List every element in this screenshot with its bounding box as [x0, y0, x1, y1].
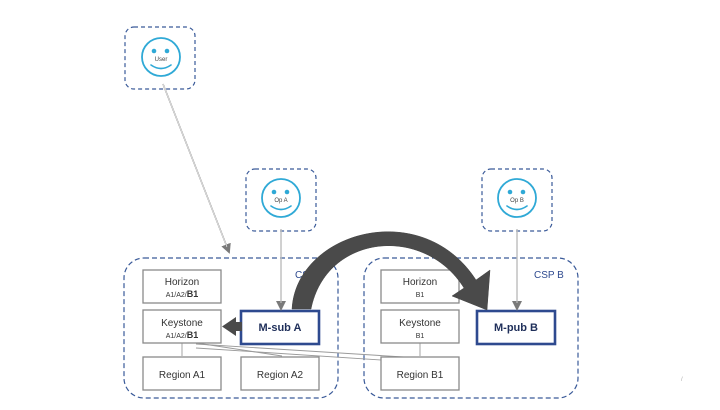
persona-op-b-label: Op B	[510, 198, 524, 204]
csp-b-region-b1[interactable]: Region B1	[380, 356, 460, 391]
m-pub-b-module[interactable]: M-pub B	[475, 309, 557, 346]
persona-op-a: Op A	[245, 168, 317, 232]
csp-b-region-b1-label: Region B1	[397, 370, 444, 381]
smiley-face-icon	[497, 178, 537, 218]
csp-a-region-a1[interactable]: Region A1	[142, 356, 222, 391]
page-mark: /	[681, 377, 683, 383]
m-sub-a-to-keystone-arrow	[222, 317, 242, 336]
csp-a-horizon[interactable]: Horizon A1/A2/B1	[142, 269, 222, 304]
m-pub-b-label: M-pub B	[494, 322, 538, 334]
federation-links	[181, 341, 421, 363]
csp-a-region-a2-label: Region A2	[257, 370, 304, 381]
csp-b-horizon[interactable]: Horizon B1	[380, 269, 460, 304]
csp-b-horizon-scope: B1	[416, 292, 425, 299]
user-to-csp-a-arrow	[162, 83, 231, 254]
persona-user: User	[124, 26, 196, 90]
smiley-face-icon	[261, 178, 301, 218]
csp-b-keystone-scope: B1	[416, 333, 425, 340]
csp-a-keystone-scope: A1/A2/B1	[166, 330, 199, 340]
csp-a-horizon-title: Horizon	[165, 277, 199, 288]
federation-curved-arrow	[291, 231, 491, 311]
csp-b-keystone-title: Keystone	[399, 318, 441, 329]
csp-a-keystone[interactable]: Keystone A1/A2/B1	[142, 309, 222, 344]
persona-op-b: Op B	[481, 168, 553, 232]
m-sub-a-module[interactable]: M-sub A	[239, 309, 321, 346]
persona-user-label: User	[155, 57, 168, 63]
persona-op-a-label: Op A	[274, 198, 287, 204]
csp-a-region-a2[interactable]: Region A2	[240, 356, 320, 391]
csp-a-keystone-title: Keystone	[161, 318, 203, 329]
csp-a-region-a1-label: Region A1	[159, 370, 206, 381]
csp-b-label: CSP B	[534, 270, 564, 281]
smiley-face-icon	[141, 37, 181, 77]
m-sub-a-label: M-sub A	[259, 322, 302, 334]
csp-b-keystone[interactable]: Keystone B1	[380, 309, 460, 344]
csp-b-horizon-title: Horizon	[403, 277, 437, 288]
csp-a-horizon-scope: A1/A2/B1	[166, 289, 199, 299]
